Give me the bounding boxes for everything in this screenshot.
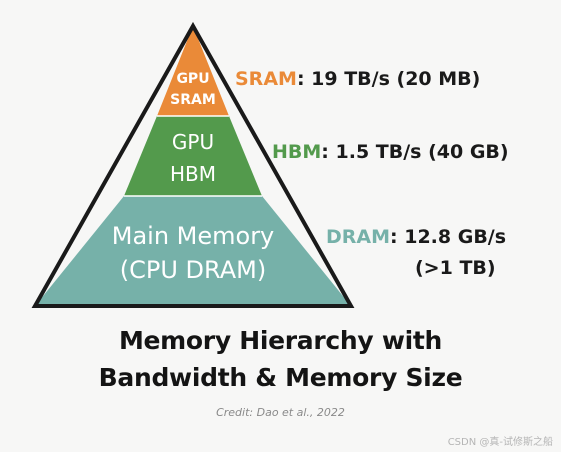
dram-spec: DRAM: 12.8 GB/s <box>326 226 506 248</box>
dram-tier-label-1: Main Memory <box>112 222 275 250</box>
sram-spec: SRAM: 19 TB/s (20 MB) <box>235 68 480 90</box>
sram-value: : 19 TB/s (20 MB) <box>296 68 481 90</box>
sram-tier-label-2: SRAM <box>170 92 216 108</box>
sram-tier-label-1: GPU <box>176 71 209 87</box>
sram-name: SRAM <box>235 68 297 90</box>
hbm-value: : 1.5 TB/s (40 GB) <box>321 141 509 163</box>
pyramid-outline <box>31 21 355 308</box>
title-line-2: Bandwidth & Memory Size <box>98 363 463 392</box>
credit: Credit: Dao et al., 2022 <box>216 406 345 419</box>
dram-size: (>1 TB) <box>415 257 496 279</box>
hbm-tier-label-1: GPU <box>172 130 214 154</box>
pyramid-tier-dram <box>35 196 351 306</box>
pyramid-tier-sram <box>157 26 229 116</box>
watermark: CSDN @真-试修斯之船 <box>447 437 553 448</box>
title-line-1: Memory Hierarchy with <box>118 326 443 355</box>
hbm-tier-label-2: HBM <box>170 162 216 186</box>
dram-name: DRAM <box>326 226 391 248</box>
dram-tier-label-2: (CPU DRAM) <box>120 256 266 284</box>
dram-value: : 12.8 GB/s <box>390 226 507 248</box>
pyramid-tier-hbm <box>124 116 262 196</box>
hbm-spec: HBM: 1.5 TB/s (40 GB) <box>272 141 509 163</box>
hbm-name: HBM <box>272 141 322 163</box>
